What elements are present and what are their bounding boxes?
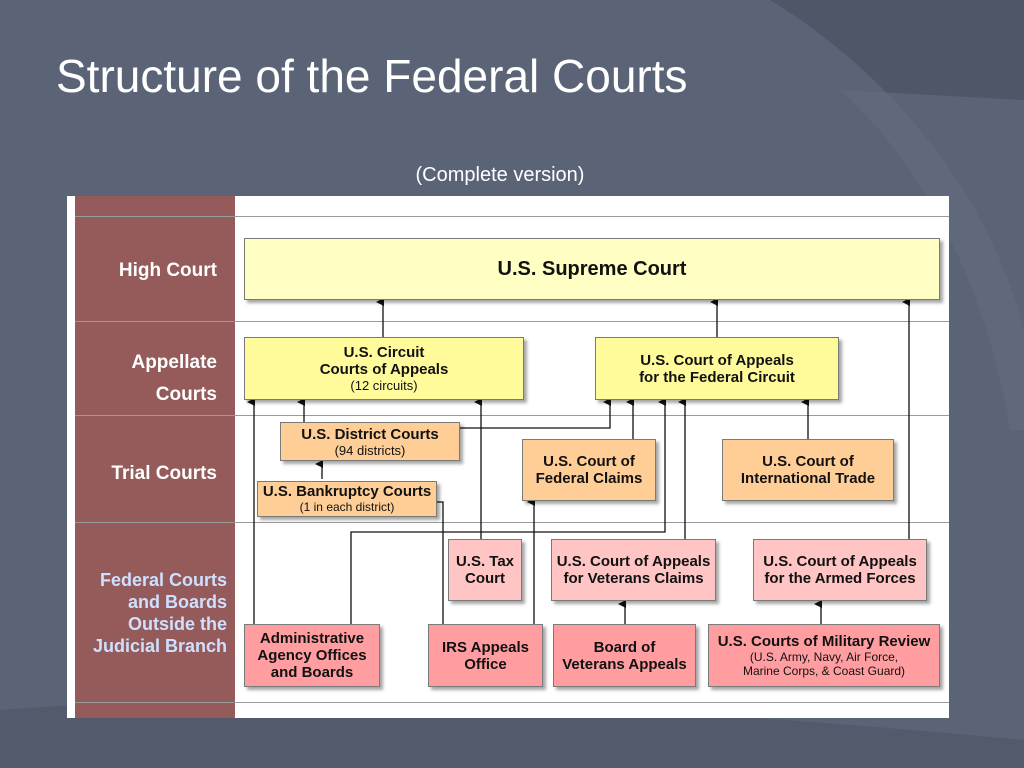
connector-arrows (247, 298, 910, 624)
row-label-appellate: Appellate Courts (131, 347, 217, 411)
row-label-column (75, 196, 235, 718)
row-label-text: Courts (155, 384, 217, 405)
federal-circuit-box: U.S. Court of Appeals for the Federal Ci… (595, 337, 839, 400)
court-structure-diagram: High Court Appellate Courts Trial Courts… (67, 196, 949, 718)
box-note: (94 districts) (334, 442, 406, 458)
box-title: Board of (593, 638, 656, 656)
row-label-text: and Boards (127, 592, 227, 612)
box-title: U.S. Court of Appeals (556, 553, 711, 570)
arrow-irs-to-tax (429, 481, 444, 624)
box-title: Agency Offices (257, 647, 367, 664)
box-title: U.S. Court of (543, 453, 635, 470)
row-label-text: Federal Courts (99, 570, 227, 590)
box-title: for the Federal Circuit (639, 368, 795, 386)
arrow-district-to-fedcircuit (460, 398, 611, 429)
box-note: Marine Corps, & Coast Guard) (742, 664, 906, 678)
box-title: Federal Claims (535, 470, 643, 487)
international-trade-box: U.S. Court of International Trade (722, 439, 894, 501)
box-note: (1 in each district) (299, 500, 395, 514)
box-title: U.S. District Courts (301, 425, 439, 443)
box-title: Veterans Appeals (562, 655, 687, 673)
box-title: International Trade (740, 470, 876, 487)
box-title: U.S. Court of Appeals (640, 351, 794, 369)
supreme-court-box: U.S. Supreme Court (244, 238, 940, 300)
box-title: for Veterans Claims (563, 570, 704, 587)
box-title: IRS Appeals (442, 638, 529, 656)
bankruptcy-courts-box: U.S. Bankruptcy Courts (1 in each distri… (257, 481, 437, 517)
row-label-high-court: High Court (119, 259, 217, 283)
row-divider (75, 702, 949, 703)
row-label-text: Trial Courts (111, 463, 217, 484)
federal-claims-box: U.S. Court of Federal Claims (522, 439, 656, 501)
row-divider (75, 321, 949, 322)
box-title: U.S. Tax (455, 553, 515, 570)
armed-forces-box: U.S. Court of Appeals for the Armed Forc… (753, 539, 927, 601)
box-title: U.S. Supreme Court (497, 258, 687, 280)
box-title: U.S. Court of Appeals (763, 553, 917, 570)
box-title: Court (465, 570, 505, 587)
circuit-courts-box: U.S. Circuit Courts of Appeals (12 circu… (244, 337, 524, 400)
box-title: Courts of Appeals (319, 361, 449, 378)
row-divider (75, 522, 949, 523)
box-title: U.S. Courts of Military Review (717, 633, 931, 650)
box-title: and Boards (270, 664, 354, 681)
slide-subtitle: (Complete version) (415, 164, 585, 186)
box-note: (12 circuits) (350, 378, 418, 393)
box-note: (U.S. Army, Navy, Air Force, (749, 650, 899, 664)
tax-court-box: U.S. Tax Court (448, 539, 522, 601)
military-review-box: U.S. Courts of Military Review (U.S. Arm… (708, 624, 940, 687)
irs-appeals-box: IRS Appeals Office (428, 624, 543, 687)
box-title: for the Armed Forces (764, 570, 916, 587)
row-label-text: Outside the (127, 614, 227, 634)
row-label-text: Judicial Branch (92, 636, 227, 656)
box-title: U.S. Court of (762, 453, 854, 470)
row-label-text: High Court (118, 260, 217, 281)
row-label-text: Appellate (131, 352, 217, 373)
box-title: U.S. Bankruptcy Courts (262, 483, 432, 500)
row-divider (75, 415, 949, 416)
arrow-agency-to-fedcircuit (350, 398, 666, 624)
veterans-claims-box: U.S. Court of Appeals for Veterans Claim… (551, 539, 716, 601)
row-label-outside: Federal Courts and Boards Outside the Ju… (93, 569, 227, 657)
row-label-trial: Trial Courts (111, 462, 217, 486)
district-courts-box: U.S. District Courts (94 districts) (280, 422, 460, 461)
veterans-board-box: Board of Veterans Appeals (553, 624, 696, 687)
slide-title: Structure of the Federal Courts (56, 50, 688, 102)
box-title: Administrative (259, 630, 365, 647)
box-title: Office (464, 655, 507, 673)
agency-offices-box: Administrative Agency Offices and Boards (244, 624, 380, 687)
box-title: U.S. Circuit (343, 344, 425, 361)
row-divider (75, 216, 949, 217)
